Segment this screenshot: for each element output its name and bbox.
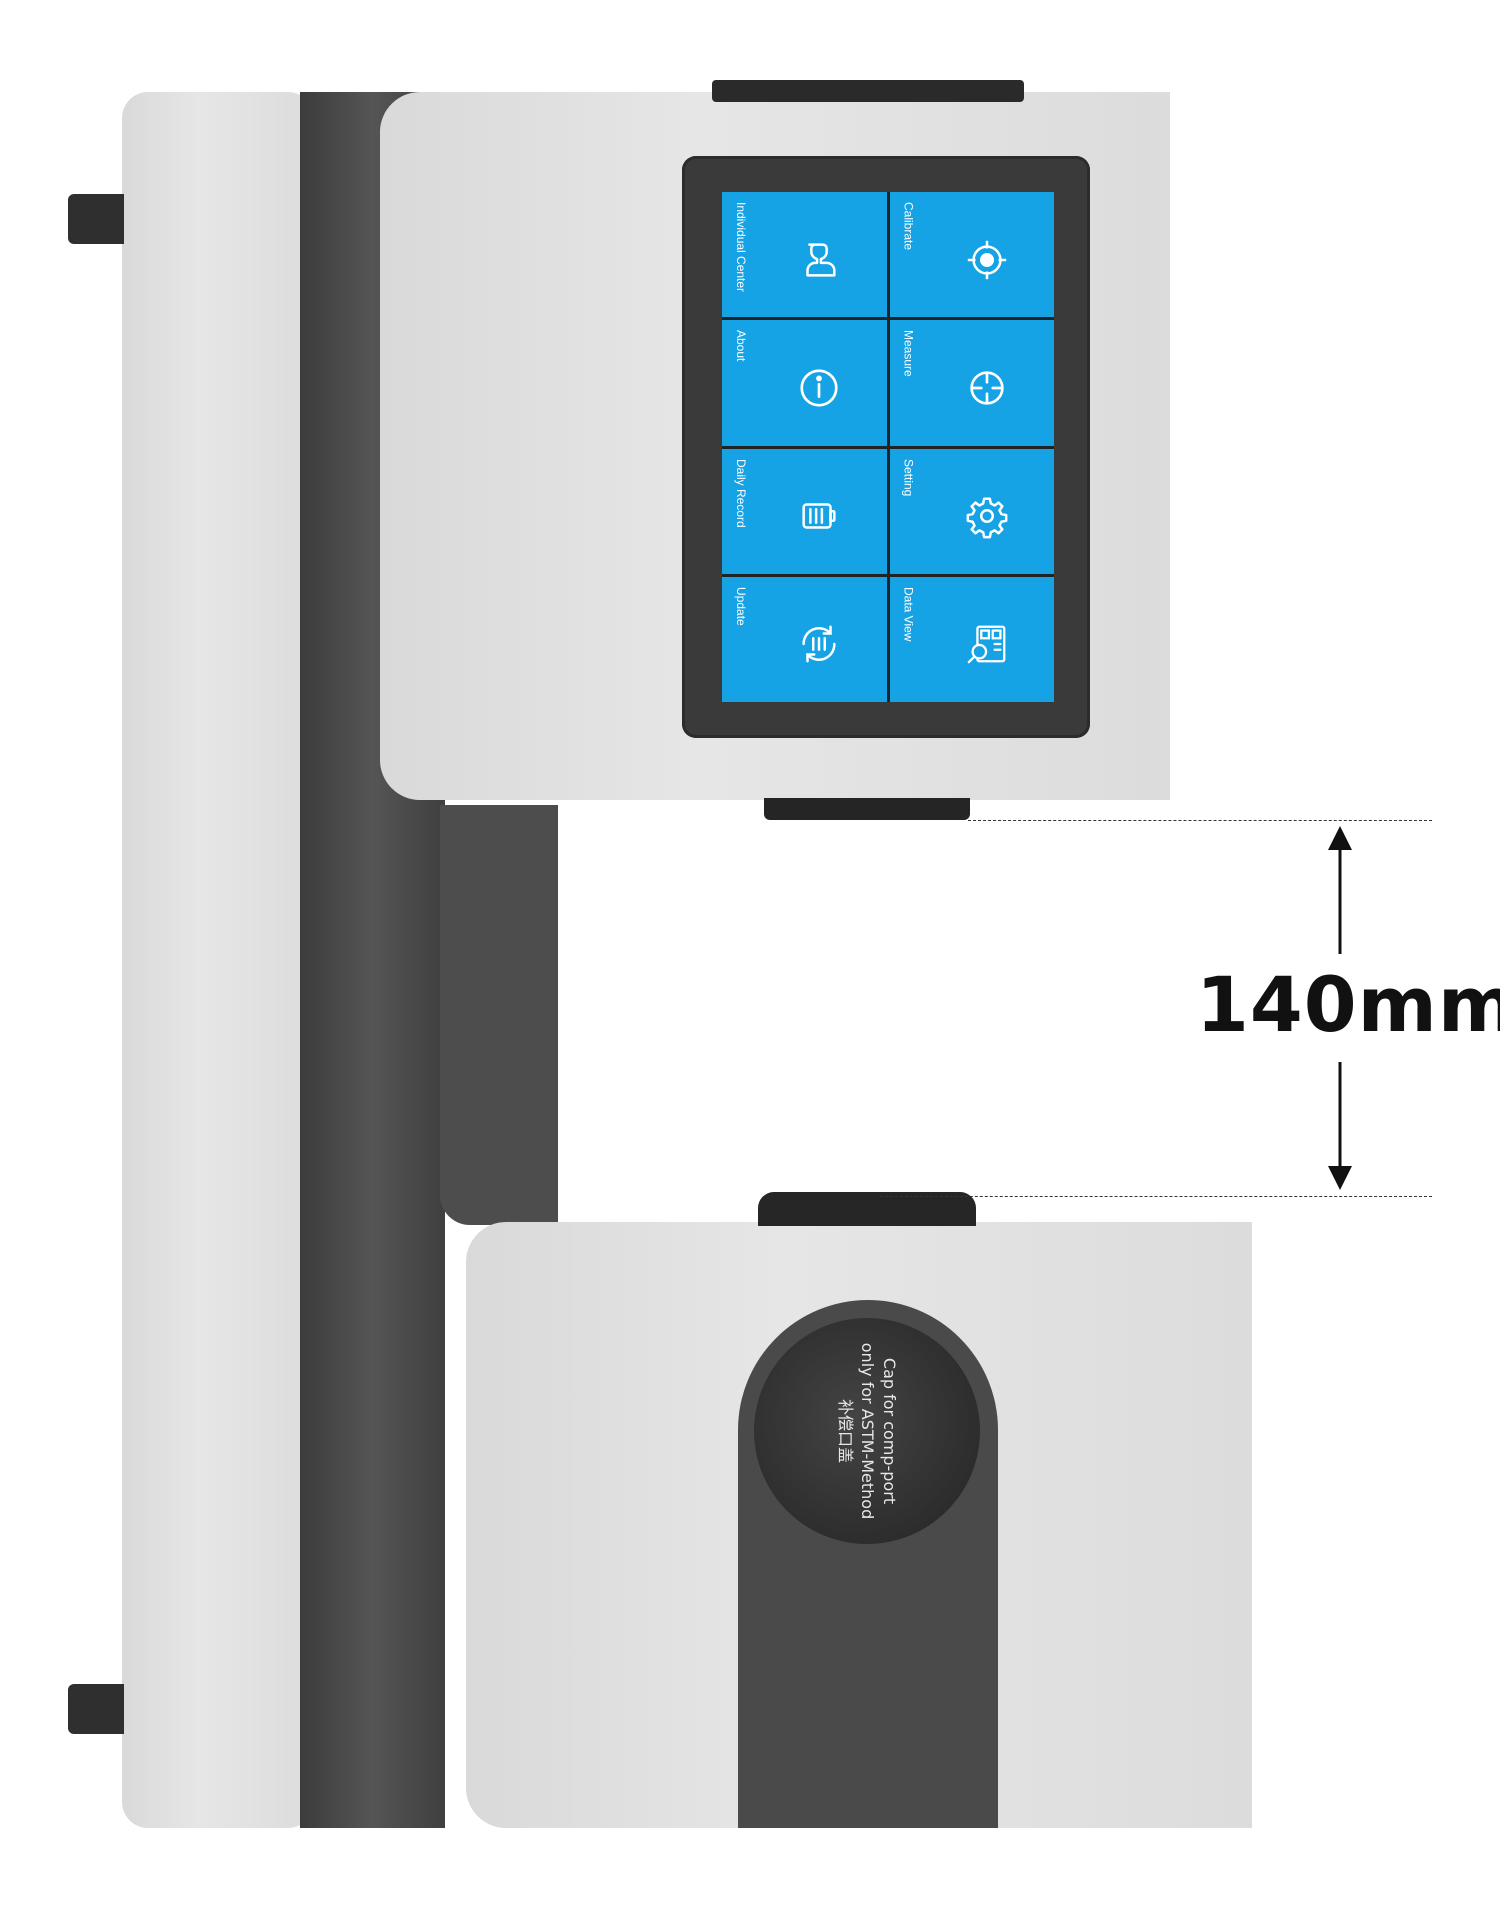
tile-label: About	[734, 330, 748, 362]
dimension-line-top	[968, 820, 1432, 821]
tile-data-view[interactable]: Data View	[889, 576, 1054, 702]
target-icon	[962, 235, 1012, 285]
tile-label: Data View	[901, 586, 916, 642]
qr-search-icon	[962, 619, 1012, 669]
tile-about[interactable]: About	[722, 320, 887, 446]
dimension-label: 140mm	[1196, 960, 1500, 1049]
lower-measure-port	[758, 1192, 976, 1226]
tile-label: Individual Center	[734, 202, 748, 293]
tile-setting[interactable]: Setting	[889, 448, 1054, 574]
tile-measure[interactable]: Measure	[889, 320, 1054, 446]
side-foot-top	[68, 194, 124, 244]
tile-calibrate[interactable]: Calibrate	[889, 192, 1054, 318]
tile-daily-record[interactable]: Daily Record	[722, 448, 887, 574]
tile-label: Setting	[901, 458, 916, 496]
refresh-icon	[794, 619, 844, 669]
top-port	[712, 80, 1024, 102]
info-icon	[794, 363, 844, 413]
side-foot-bottom	[68, 1684, 124, 1734]
user-bust-icon	[794, 235, 844, 285]
battery-record-icon	[794, 491, 844, 541]
tile-label: Measure	[901, 330, 916, 377]
dimension-line-bottom	[880, 1196, 1432, 1197]
comp-port-cap[interactable]: Cap for comp-port only for ASTM-Method 补…	[754, 1318, 980, 1544]
cap-text-line3: 补偿口盖	[836, 1398, 855, 1464]
cap-text: Cap for comp-port only for ASTM-Method 补…	[834, 1343, 900, 1519]
cap-text-line2: only for ASTM-Method	[858, 1342, 877, 1520]
tile-label: Update	[734, 586, 748, 626]
touch-screen: Individual Center Calibrate About Measur…	[722, 192, 1054, 702]
gear-icon	[962, 491, 1012, 541]
left-column-panel	[122, 92, 314, 1828]
upper-measure-port	[764, 798, 970, 820]
cap-text-line1: Cap for comp-port	[880, 1357, 899, 1505]
crosshair-icon	[962, 363, 1012, 413]
tile-individual-center[interactable]: Individual Center	[722, 192, 887, 318]
tile-label: Calibrate	[901, 202, 916, 251]
spine-lower-block	[440, 805, 558, 1225]
dimension-arrow	[1328, 826, 1352, 1190]
tile-label: Daily Record	[734, 458, 748, 528]
tile-update[interactable]: Update	[722, 576, 887, 702]
